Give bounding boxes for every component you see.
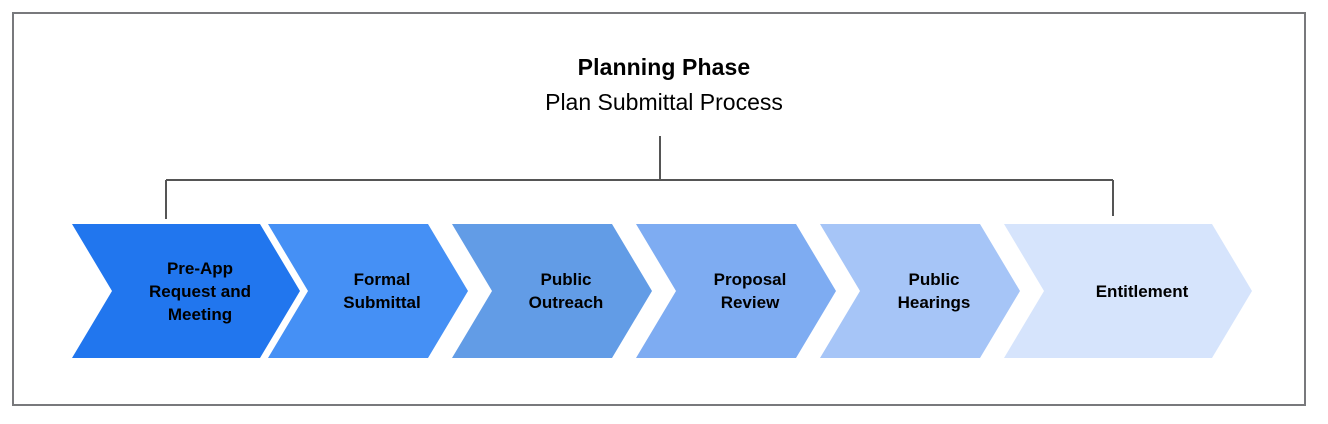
chevron-step-1[interactable]: Pre-App Request and Meeting [72, 224, 300, 358]
chevron-step-6[interactable]: Entitlement [1004, 224, 1252, 358]
chevron-step-4[interactable]: Proposal Review [636, 224, 836, 358]
chevron-step-3[interactable]: Public Outreach [452, 224, 652, 358]
chevron-process-band: Pre-App Request and Meeting Formal Submi… [72, 224, 1252, 358]
chevron-step-5-label: Public Hearings [897, 270, 971, 312]
chevron-step-6-label: Entitlement [1095, 281, 1189, 301]
chevron-step-3-label: Public Outreach [528, 270, 604, 312]
chevron-step-1-label: Pre-App Request and Meeting [148, 258, 252, 324]
chevron-step-2-label: Formal Submittal [343, 270, 421, 312]
chevron-step-4-label: Proposal Review [713, 270, 787, 312]
chevron-step-5[interactable]: Public Hearings [820, 224, 1020, 358]
